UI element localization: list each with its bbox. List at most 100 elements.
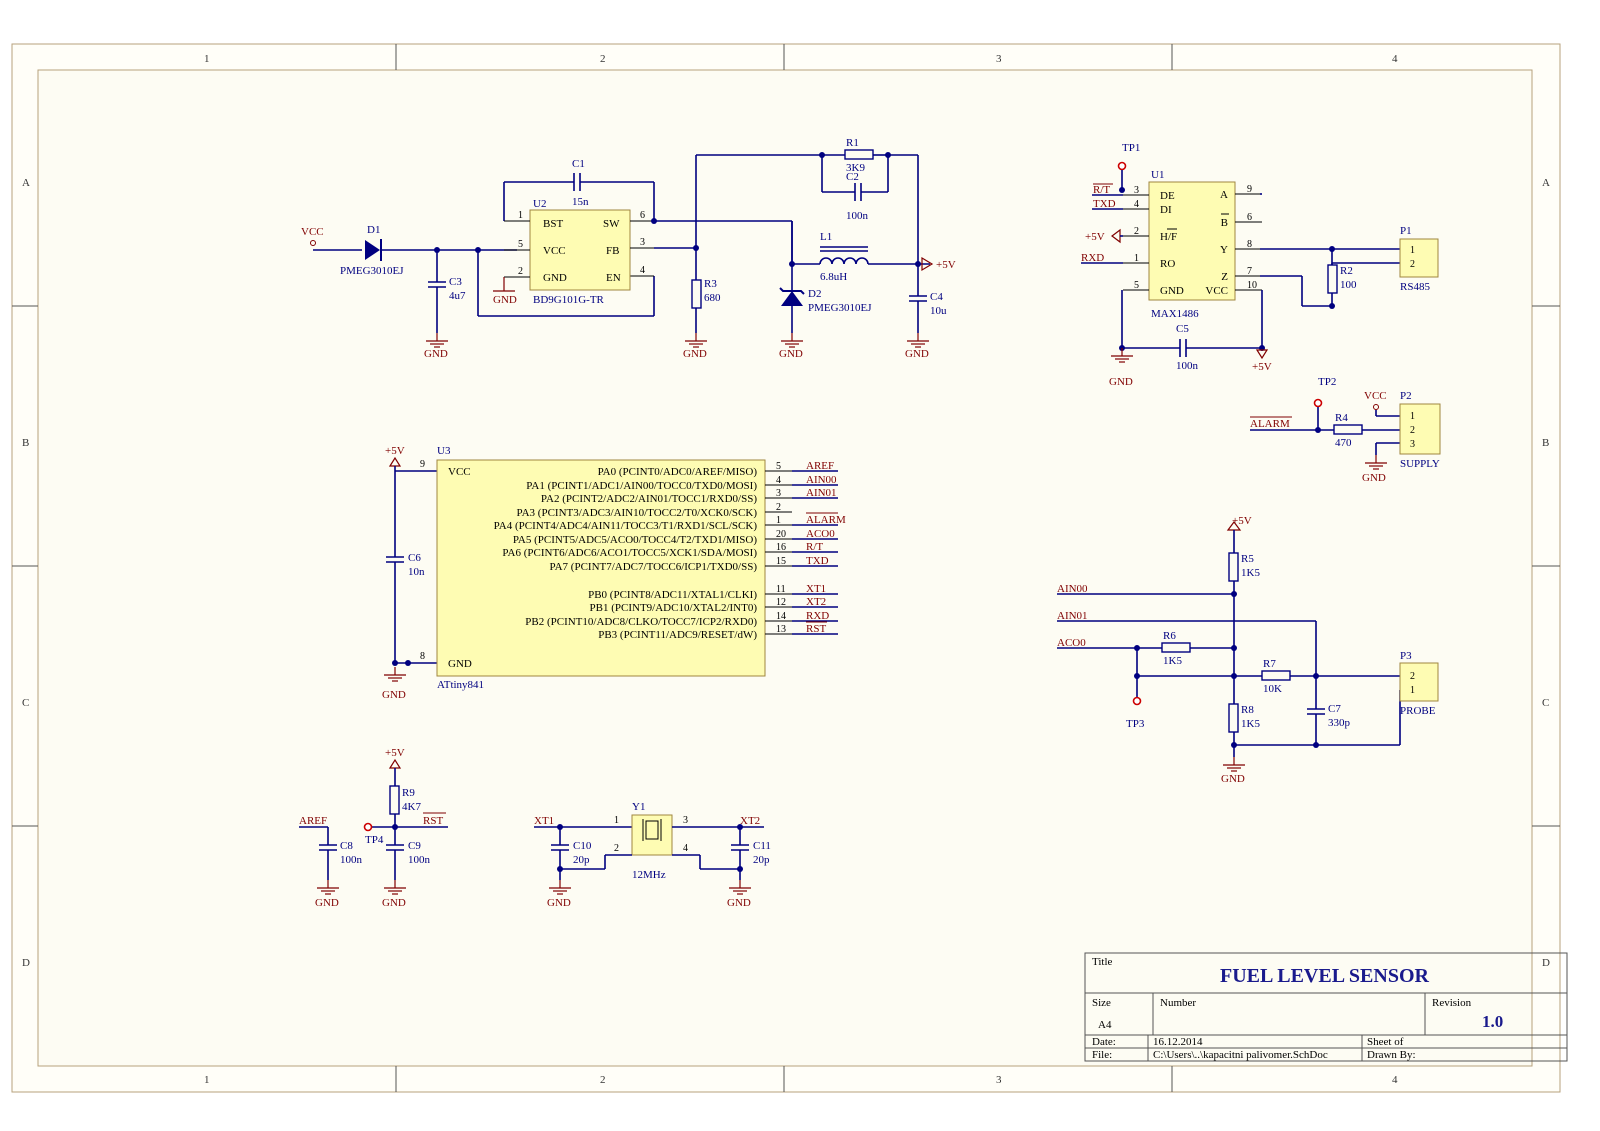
- y1-num-3: 3: [683, 815, 688, 826]
- crystal-section: XT1 1 Y1 12MHz 3 XT2 2 4 C10 20p GND: [534, 801, 771, 909]
- zone-labels: 1 2 3 4 1 2 3 4 A B C D A B C D: [22, 53, 1550, 1086]
- u1-right-num-3: 7: [1247, 266, 1252, 277]
- u3-pin-label-3: PA3 (PCINT3/ADC3/AIN10/TOCC2/T0/XCK0/SCK…: [516, 507, 757, 519]
- gnd-label-c9: GND: [382, 897, 406, 909]
- probe-ain00-net: AIN00: [1057, 583, 1088, 595]
- c9-ref: C9: [408, 840, 421, 852]
- r4-ref: R4: [1335, 412, 1348, 424]
- u3-pin-label-2: PA2 (PCINT2/ADC2/AIN01/TOCC1/RXD0/SS): [541, 493, 757, 505]
- u2-pin-en: EN: [606, 272, 621, 284]
- u3-net-0: AREF: [806, 460, 834, 472]
- p1-pin-1: 1: [1410, 245, 1415, 256]
- drawn-by-label: Drawn By:: [1367, 1049, 1416, 1061]
- u3-pin-num-3: 2: [776, 502, 781, 513]
- u3-net-10: RXD: [806, 610, 829, 622]
- u1-left-label-2: H/F: [1160, 231, 1177, 243]
- zone-col-4-bottom: 4: [1392, 1074, 1398, 1086]
- u1-right-label-2: Y: [1220, 244, 1228, 256]
- c7-value: 330p: [1328, 717, 1351, 729]
- u2-num-sw: 6: [640, 210, 645, 221]
- gnd-label-c8: GND: [315, 897, 339, 909]
- zone-row-a-right: A: [1542, 177, 1550, 189]
- supply-section: TP2 ALARM R4 470 VCC GND P2 SUPPLY 1 2 3: [1250, 376, 1441, 484]
- zone-col-1-bottom: 1: [204, 1074, 210, 1086]
- c10-value: 20p: [573, 854, 590, 866]
- probe-section: +5V R5 1K5 AIN00 AIN01 ACO0 R6 1K5 TP3 R…: [1057, 515, 1439, 785]
- u3-net-9: XT2: [806, 596, 826, 608]
- r9-ref: R9: [402, 787, 415, 799]
- u1-net-5v: +5V: [1085, 231, 1105, 243]
- gnd-label-u2: GND: [493, 294, 517, 306]
- p3-probe-connector: [1399, 662, 1439, 702]
- zone-col-4-top: 4: [1392, 53, 1398, 65]
- u3-pin-num-11: 13: [776, 624, 786, 635]
- d1-value: PMEG3010EJ: [340, 265, 404, 277]
- r5-value: 1K5: [1241, 567, 1260, 579]
- p5v-label-u1: +5V: [1252, 361, 1272, 373]
- c8-ref: C8: [340, 840, 353, 852]
- u3-pin-num-1: 4: [776, 475, 781, 486]
- tp3-ref: TP3: [1126, 718, 1145, 730]
- u3-pin-label-1: PA1 (PCINT1/ADC1/AIN00/TOCC0/TXD0/MOSI): [526, 480, 757, 492]
- gnd-label-r3: GND: [683, 348, 707, 360]
- p2-pin-1: 1: [1410, 411, 1415, 422]
- u1-left-num-1: 4: [1134, 199, 1139, 210]
- y1-num-1: 1: [614, 815, 619, 826]
- u1-right-label-1: B: [1221, 217, 1228, 229]
- r2-ref: R2: [1340, 265, 1353, 277]
- regulator-section: VCC D1 PMEG3010EJ C3 4u7 GND C1: [301, 137, 956, 360]
- u1-left-label-1: DI: [1160, 204, 1172, 216]
- c9-value: 100n: [408, 854, 431, 866]
- l1-ref: L1: [820, 231, 832, 243]
- c5-ref: C5: [1176, 323, 1189, 335]
- tp3-test-point: [1132, 696, 1142, 706]
- u3-pin-num-9: 12: [776, 597, 786, 608]
- u1-left-num-2: 2: [1134, 226, 1139, 237]
- mcu-section: +5V C6 10n GND 9 8 U3 ATtiny841 VCC GND …: [382, 445, 846, 701]
- c4-value: 10u: [930, 305, 947, 317]
- r7-value: 10K: [1263, 683, 1282, 695]
- u3-pin-label-9: PB1 (PCINT9/ADC10/XTAL2/INT0): [590, 602, 758, 614]
- file-label: File:: [1092, 1049, 1112, 1061]
- u1-left-label-3: RO: [1160, 258, 1175, 270]
- r9-value: 4K7: [402, 801, 421, 813]
- c6-value: 10n: [408, 566, 425, 578]
- p5v-label-reg: +5V: [936, 259, 956, 271]
- p2-pin-3: 3: [1410, 439, 1415, 450]
- tp4-ref: TP4: [365, 834, 384, 846]
- vcc-input-label: VCC: [301, 226, 324, 238]
- y1-num-4: 4: [683, 843, 688, 854]
- supply-alarm-net: ALARM: [1250, 418, 1290, 430]
- u1-right-label-0: A: [1220, 189, 1228, 201]
- u1-left-num-3: 1: [1134, 253, 1139, 264]
- c2-ref: C2: [846, 171, 859, 183]
- u3-num-gnd: 8: [420, 651, 425, 662]
- tp1-test-point: [1117, 161, 1127, 171]
- zone-row-b-right: B: [1542, 437, 1549, 449]
- u3-attiny841-chip: [436, 459, 766, 677]
- tp2-test-point: [1313, 398, 1323, 408]
- u3-pin-num-6: 16: [776, 542, 786, 553]
- zone-col-2-bottom: 2: [600, 1074, 606, 1086]
- u3-net-4: ALARM: [806, 514, 846, 526]
- r1-ref: R1: [846, 137, 859, 149]
- zone-col-1-top: 1: [204, 53, 210, 65]
- u2-num-en: 4: [640, 265, 645, 276]
- gnd-label-c3: GND: [424, 348, 448, 360]
- reset-aref-net: AREF: [299, 815, 327, 827]
- r1-value: 3K9: [846, 162, 865, 174]
- size-label: Size: [1092, 997, 1111, 1009]
- u2-pin-bst: BST: [543, 218, 563, 230]
- u3-pin-label-11: PB3 (PCINT11/ADC9/RESET/dW): [598, 629, 757, 641]
- zone-row-c-right: C: [1542, 697, 1549, 709]
- r3-ref: R3: [704, 278, 717, 290]
- u1-net-rxd: RXD: [1081, 252, 1104, 264]
- u1-right-label-4: VCC: [1205, 285, 1228, 297]
- u3-pin-gnd: GND: [448, 658, 472, 670]
- gnd-label-d2: GND: [779, 348, 803, 360]
- u1-left-num-0: 3: [1134, 185, 1139, 196]
- u3-num-vcc: 9: [420, 459, 425, 470]
- u1-max1486-chip: [1148, 181, 1236, 301]
- u2-pin-sw: SW: [603, 218, 620, 230]
- p2-ref: P2: [1400, 390, 1412, 402]
